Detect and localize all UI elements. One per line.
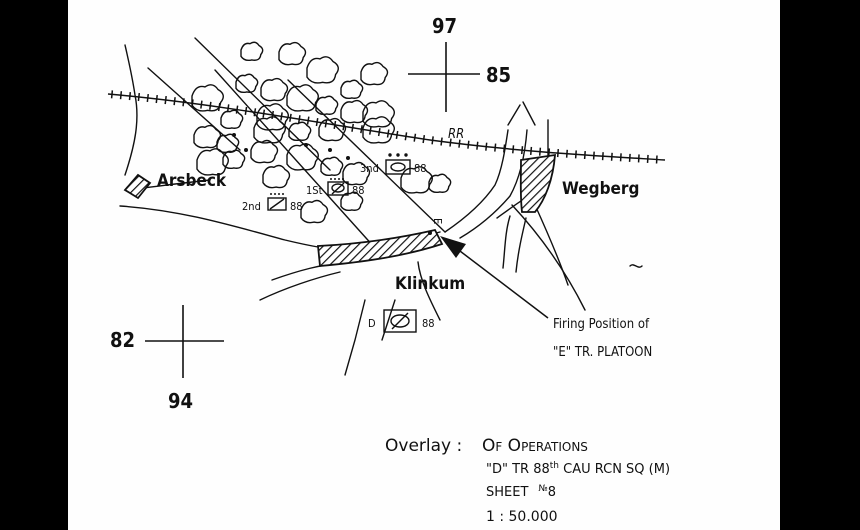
legend-unit-line-a: "D" TR 88 [486, 462, 550, 477]
unit-symbol-third [385, 153, 411, 175]
unit-first-number: 88 [352, 184, 365, 197]
legend-overlay-label: Overlay : [385, 436, 462, 456]
legend-title: Of Operations [482, 436, 588, 456]
legend-sheet-label: SHEET [486, 485, 528, 500]
grid-cross-top [408, 42, 480, 112]
annotation-line-2: "E" TR. PLATOON [553, 345, 652, 360]
legend-sheet-prefix: № [538, 484, 547, 494]
wegberg-town-icon [519, 153, 556, 213]
railroad [107, 90, 666, 164]
grid-label-94: 94 [168, 389, 193, 413]
klinkum-town-icon [317, 228, 444, 267]
town-label-wegberg: Wegberg [562, 179, 639, 199]
unit-e-troop-mark: E [431, 218, 444, 224]
railroad-label: RR [448, 127, 464, 142]
unit-third-number: 88 [414, 162, 427, 175]
overlay-paper [68, 0, 780, 530]
unit-third-ordinal: 3nd [360, 162, 379, 175]
unit-troop-d-number: 88 [422, 317, 435, 330]
grid-label-97: 97 [432, 14, 457, 38]
grid-label-85: 85 [486, 63, 511, 87]
legend-unit-line: "D" TR 88th CAU RCN SQ (M) [486, 461, 670, 477]
town-label-klinkum: Klinkum [395, 274, 465, 294]
legend-unit-line-b: CAU RCN SQ (M) [559, 462, 670, 477]
position-dots [232, 133, 432, 235]
arsbeck-town-icon [123, 173, 152, 200]
unit-symbol-second [267, 193, 287, 211]
unit-symbol-first [327, 178, 349, 196]
legend-sheet-line: SHEET №8 [486, 484, 556, 500]
legend-scale: 1 : 50.000 [486, 509, 558, 525]
firing-position-arrow [440, 236, 549, 319]
legend-sheet-number: 8 [548, 485, 556, 500]
forest-area [191, 41, 452, 224]
unit-troop-d-letter: D [368, 317, 376, 330]
unit-first-ordinal: 1St [306, 184, 323, 197]
unit-second-ordinal: 2nd [242, 200, 261, 213]
grid-cross-bottom [145, 305, 224, 378]
unit-second-number: 88 [290, 200, 303, 213]
annotation-line-1: Firing Position of [553, 317, 650, 332]
town-label-arsbeck: Arsbeck [157, 171, 227, 191]
unit-symbol-troop-d [383, 309, 417, 333]
legend-unit-line-sup: th [550, 461, 559, 471]
grid-label-82: 82 [110, 328, 135, 352]
